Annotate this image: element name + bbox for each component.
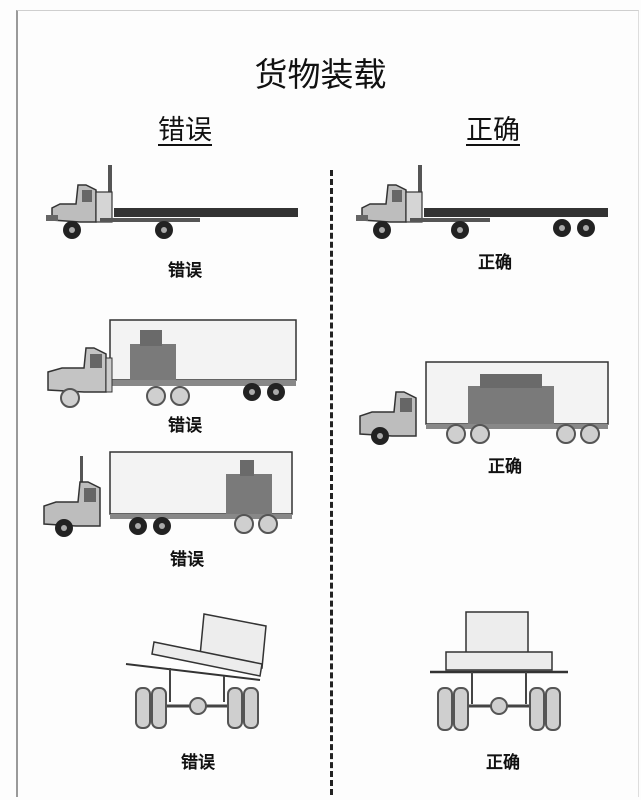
caption-wrong-1: 错误: [168, 261, 202, 281]
caption-correct-1: 正确: [478, 253, 512, 273]
page-frame: [16, 10, 639, 797]
wrong-box-truck-front-load: [47, 319, 297, 408]
caption-correct-2: 正确: [488, 457, 522, 477]
correct-box-truck-centered-load: [359, 361, 609, 445]
wrong-tilted-load-rear-view: [125, 613, 267, 729]
wrong-box-truck-rear-load: [43, 451, 293, 537]
center-divider: [330, 170, 333, 795]
caption-correct-3: 正确: [486, 753, 520, 773]
page-title: 货物装载: [254, 55, 387, 94]
caption-wrong-4: 错误: [181, 753, 215, 773]
correct-level-load-rear-view: [430, 611, 568, 731]
heading-correct: 正确: [466, 115, 520, 146]
heading-wrong: 错误: [158, 115, 212, 146]
wrong-flatbed-truck: [46, 165, 298, 239]
caption-wrong-2: 错误: [168, 416, 202, 436]
correct-flatbed-truck: [356, 165, 608, 239]
caption-wrong-3: 错误: [170, 550, 204, 570]
